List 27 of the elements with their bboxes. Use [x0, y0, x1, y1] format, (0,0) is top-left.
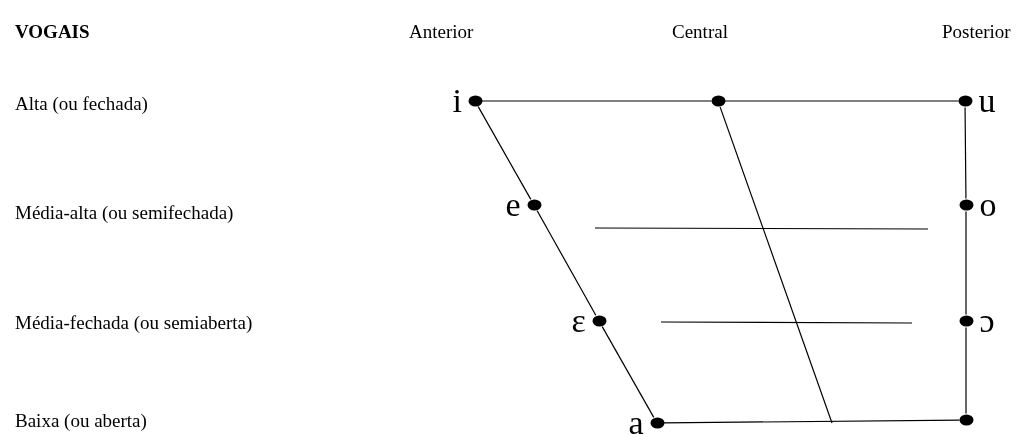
column-heading: Central	[672, 22, 728, 41]
chart-line	[965, 210, 967, 316]
chart-line	[662, 419, 961, 424]
chart-line	[601, 326, 655, 418]
row-heading: Média-alta (ou semifechada)	[15, 203, 234, 222]
vowel-symbol: u	[978, 84, 996, 118]
chart-line	[965, 326, 967, 415]
chart-line	[964, 106, 967, 200]
vowel-symbol: o	[979, 188, 997, 222]
chart-line	[536, 210, 597, 316]
vowel-symbol: i	[452, 84, 462, 118]
row-heading: Baixa (ou aberta)	[15, 411, 147, 430]
column-heading: Anterior	[409, 22, 474, 41]
chart-line	[480, 100, 713, 102]
vowel-symbol: ɛ	[571, 304, 586, 338]
row-heading: Alta (ou fechada)	[15, 94, 148, 113]
point-marker	[958, 414, 974, 426]
chart-line	[477, 106, 532, 200]
vowel-symbol: a	[628, 406, 644, 435]
row-heading: Média-fechada (ou semiaberta)	[15, 313, 253, 332]
chart-line	[719, 106, 833, 424]
vowel-symbol: e	[505, 188, 521, 222]
vowel-symbol: ɔ	[979, 304, 995, 338]
chart-line	[723, 100, 960, 102]
column-heading: Posterior	[942, 22, 1011, 41]
chart-title: VOGAIS	[15, 22, 90, 41]
point-marker	[710, 95, 726, 107]
